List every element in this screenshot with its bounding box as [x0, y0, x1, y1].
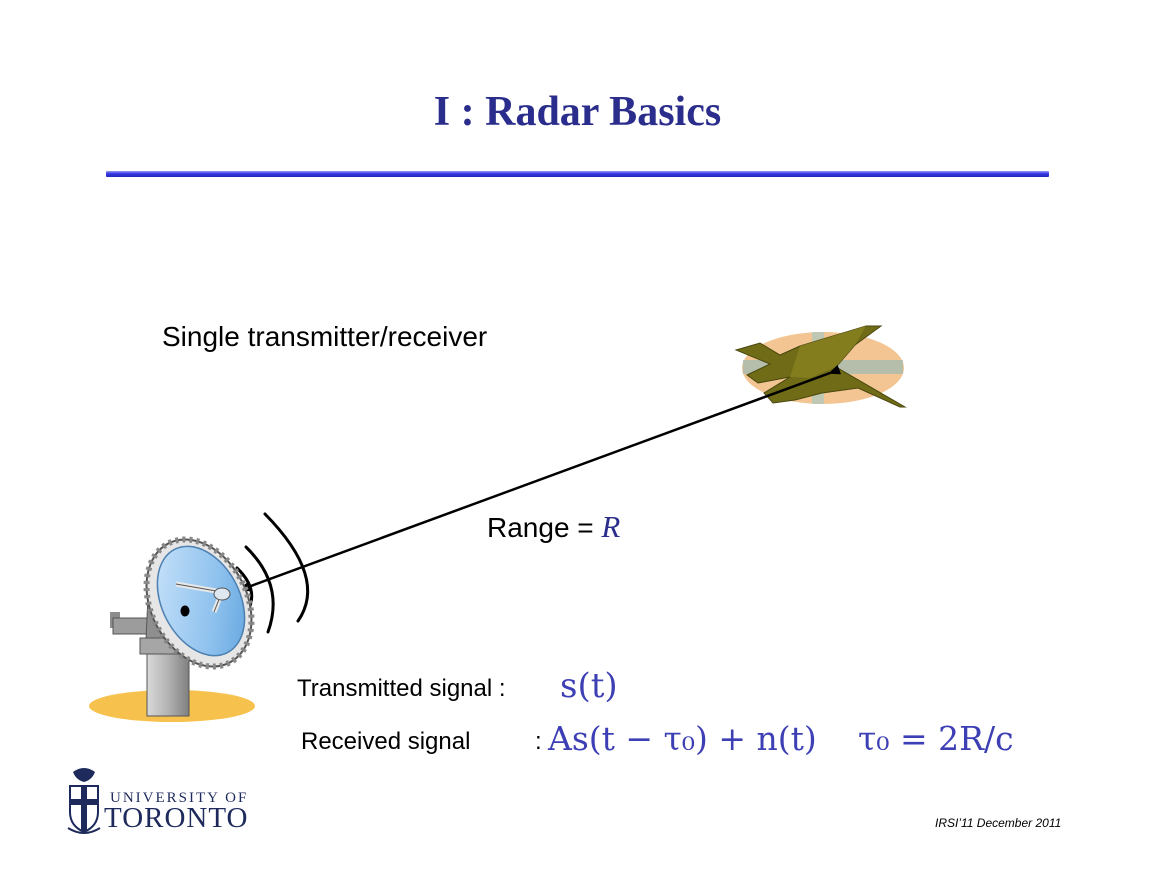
title-divider — [106, 171, 1049, 177]
logo-university-of: UNIVERSITY OF — [110, 790, 249, 806]
aircraft-target-icon — [734, 325, 907, 408]
received-signal-label: Received signal — [301, 728, 471, 755]
delay-expression: τ₀ = 2R/c — [858, 719, 1014, 758]
received-signal-colon: : — [535, 728, 542, 755]
range-label: Range = R — [487, 509, 620, 545]
range-arrow — [238, 364, 842, 592]
slide-title: I : Radar Basics — [433, 89, 722, 135]
range-text: Range = — [487, 512, 602, 543]
received-signal-expression: As(t − τ₀) + n(t) — [548, 719, 817, 758]
transmitted-signal-label: Transmitted signal : — [297, 675, 506, 702]
range-variable: R — [601, 509, 621, 544]
subtitle: Single transmitter/receiver — [162, 321, 488, 352]
logo-toronto: TORONTO — [104, 802, 249, 834]
transmitted-signal-expression: s(t) — [560, 666, 618, 706]
university-crest-icon — [67, 768, 101, 834]
radar-dish-icon — [89, 536, 255, 722]
footer-text: IRSI’11 December 2011 — [935, 816, 1062, 830]
